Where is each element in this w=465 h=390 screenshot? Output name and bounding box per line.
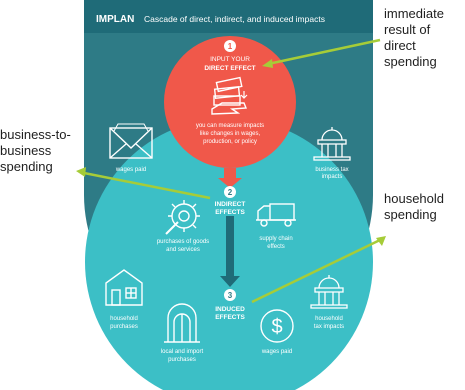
supply-chain-label-2: effects (267, 244, 285, 250)
arrow-2-to-3 (220, 216, 240, 287)
step1-badge (224, 40, 236, 52)
purchases-goods-label-2: and services (166, 247, 200, 253)
step2-badge (224, 186, 236, 198)
supply-chain-label-1: supply chain (259, 236, 292, 242)
household-purchases-label-2: purchases (110, 324, 138, 330)
implan-logo: IMPLAN (96, 14, 134, 25)
step2-line1: INDIRECT (215, 201, 246, 208)
local-import-label-1: local and import (161, 349, 204, 355)
gear-wrench-icon (165, 200, 200, 235)
step2-number: 2 (228, 188, 233, 197)
callout-arrowhead-household (376, 236, 386, 246)
callout-arrow-b2b (83, 171, 211, 200)
callout-business-to-business: business-to-business spending (0, 127, 71, 174)
step2-line2: EFFECTS (215, 209, 245, 216)
business-tax-label-2: impacts (322, 174, 343, 180)
money-hand-icon (211, 76, 248, 115)
callout-arrowhead-b2b (76, 167, 86, 177)
wages-paid-bottom-label: wages paid (261, 349, 292, 355)
step3-line2: EFFECTS (215, 314, 245, 321)
step1-desc-1: you can measure impacts (196, 123, 264, 129)
callout-arrow-immediate (267, 38, 381, 66)
direct-effect-circle (164, 36, 296, 168)
step3-badge (224, 289, 236, 301)
wages-paid-top-label: wages paid (115, 167, 146, 173)
step1-desc-2: like changes in wages, (200, 131, 261, 137)
step3-line1: INDUCED (215, 306, 245, 313)
callout-immediate-result: immediate result of direct spending (384, 6, 444, 69)
arrow-1-to-2 (218, 168, 242, 188)
house-icon (105, 269, 143, 306)
step1-line2: DIRECT EFFECT (204, 65, 255, 72)
dollar-sign: $ (271, 316, 282, 338)
truck-icon (256, 203, 296, 227)
step3-number: 3 (228, 291, 233, 300)
household-purchases-label-1: household (110, 316, 138, 322)
dollar-icon (260, 309, 294, 343)
step1-number: 1 (228, 42, 233, 51)
capitol-icon (313, 127, 351, 161)
step1-line1: INPUT YOUR (210, 56, 250, 63)
header-bar (84, 0, 373, 33)
business-tax-label-1: business tax (315, 167, 348, 173)
storefront-icon (164, 303, 200, 343)
household-tax-label-2: tax impacts (314, 324, 344, 330)
local-import-label-2: purchases (168, 357, 196, 363)
header-title: Cascade of direct, indirect, and induced… (144, 14, 325, 24)
purchases-goods-label-1: purchases of goods (157, 239, 209, 245)
household-tax-label-1: household (315, 316, 343, 322)
envelope-icon (109, 123, 153, 159)
step1-desc-3: production, or policy (203, 139, 257, 145)
callout-arrowhead-immediate (262, 59, 273, 68)
callout-household-spending: household spending (384, 191, 444, 222)
capitol-icon-bottom (310, 275, 348, 309)
callout-arrow-household (251, 238, 381, 304)
